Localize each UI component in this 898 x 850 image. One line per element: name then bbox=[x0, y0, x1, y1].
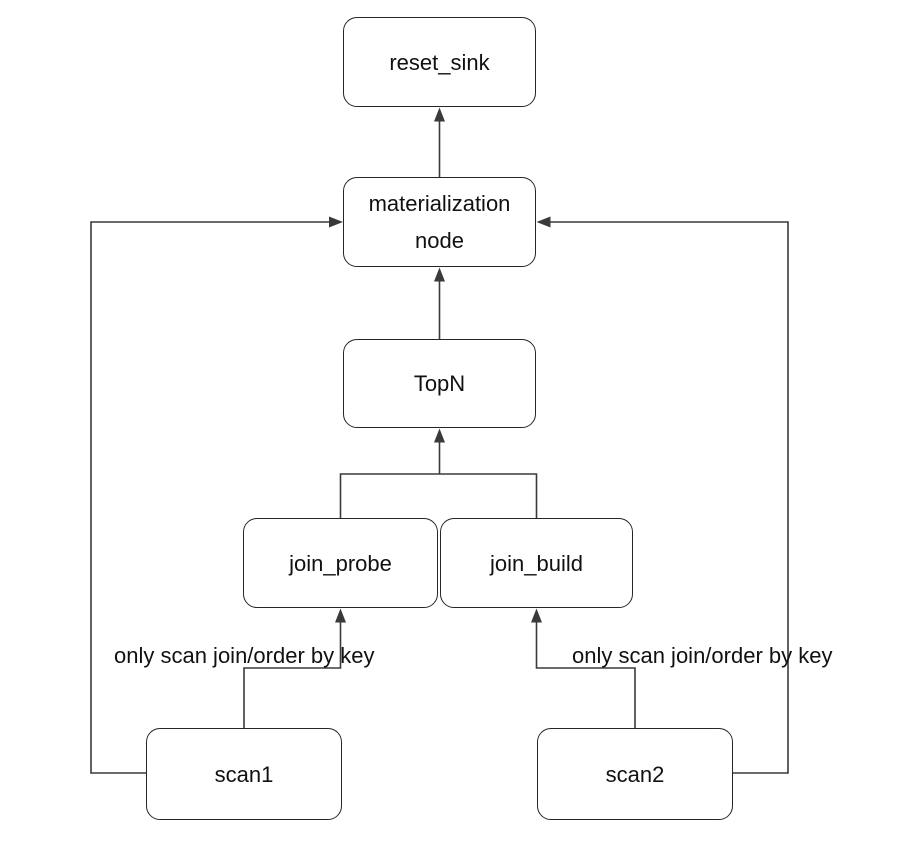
node-scan2: scan2 bbox=[537, 728, 733, 820]
edge-joins-merge bbox=[339, 473, 538, 518]
edge-scan2-to-materialization bbox=[549, 221, 789, 774]
node-scan1: scan1 bbox=[146, 728, 342, 820]
node-join-probe: join_probe bbox=[243, 518, 438, 608]
node-materialization: materialization node bbox=[343, 177, 536, 267]
arrowhead-left-icon bbox=[536, 216, 551, 228]
arrowhead-up-icon bbox=[531, 608, 542, 623]
node-reset-sink: reset_sink bbox=[343, 17, 536, 107]
arrowhead-up-icon bbox=[434, 107, 445, 122]
edge-scan1-to-join-probe bbox=[243, 621, 342, 728]
edge-label-right: only scan join/order by key bbox=[572, 643, 833, 668]
edge-scan1-to-materialization bbox=[90, 221, 330, 774]
arrowhead-up-icon bbox=[434, 428, 445, 443]
node-join-build: join_build bbox=[440, 518, 633, 608]
arrowhead-up-icon bbox=[434, 267, 445, 282]
edge-label-left: only scan join/order by key bbox=[114, 643, 375, 668]
edge-scan2-to-join-build bbox=[535, 621, 636, 728]
arrowhead-right-icon bbox=[329, 216, 343, 228]
node-topn: TopN bbox=[343, 339, 536, 428]
arrowhead-up-icon bbox=[335, 608, 346, 623]
